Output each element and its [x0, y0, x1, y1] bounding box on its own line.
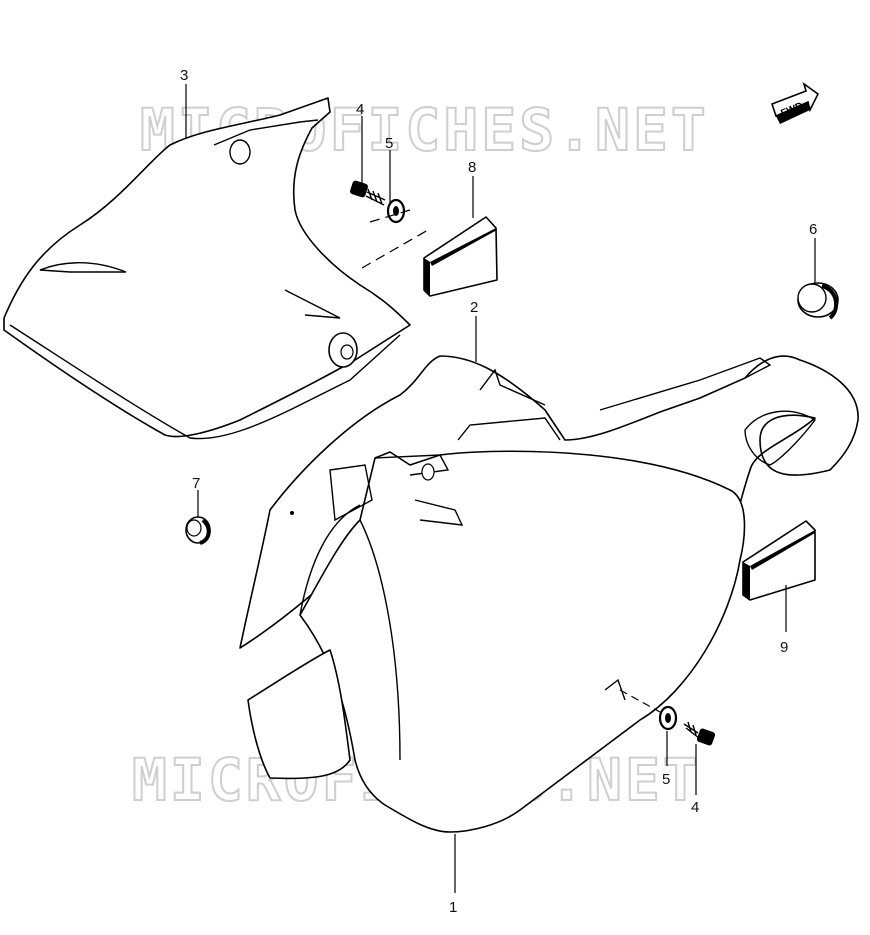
part-8-pad	[423, 216, 498, 297]
assembly-line-upper	[369, 209, 411, 223]
part-9-pad	[742, 520, 816, 601]
part-3-side-cover-upper	[3, 97, 411, 440]
leader-lines	[185, 84, 816, 893]
callout-5-lower: 5	[662, 771, 670, 788]
callout-1: 1	[449, 899, 457, 916]
part-7-grommet	[185, 516, 211, 545]
part-6-grommet	[797, 282, 839, 320]
part-5-washer-upper	[386, 198, 406, 224]
callout-3: 3	[180, 67, 188, 84]
assembly-line-upper-2	[361, 229, 429, 269]
callout-4-lower: 4	[691, 799, 699, 816]
callout-4-upper: 4	[356, 101, 364, 118]
part-1-side-cover-lower	[247, 450, 746, 833]
part-5-washer-lower	[658, 705, 678, 731]
callout-8: 8	[468, 159, 476, 176]
assembly-line-lower	[619, 689, 661, 713]
callout-2: 2	[470, 299, 478, 316]
callout-7: 7	[192, 475, 200, 492]
part-4-bolt-lower	[683, 721, 716, 746]
callout-5-upper: 5	[385, 135, 393, 152]
part-4-bolt-upper	[350, 180, 386, 206]
forward-arrow-icon: FWD	[770, 82, 820, 124]
callout-9: 9	[780, 639, 788, 656]
callout-6: 6	[809, 221, 817, 238]
